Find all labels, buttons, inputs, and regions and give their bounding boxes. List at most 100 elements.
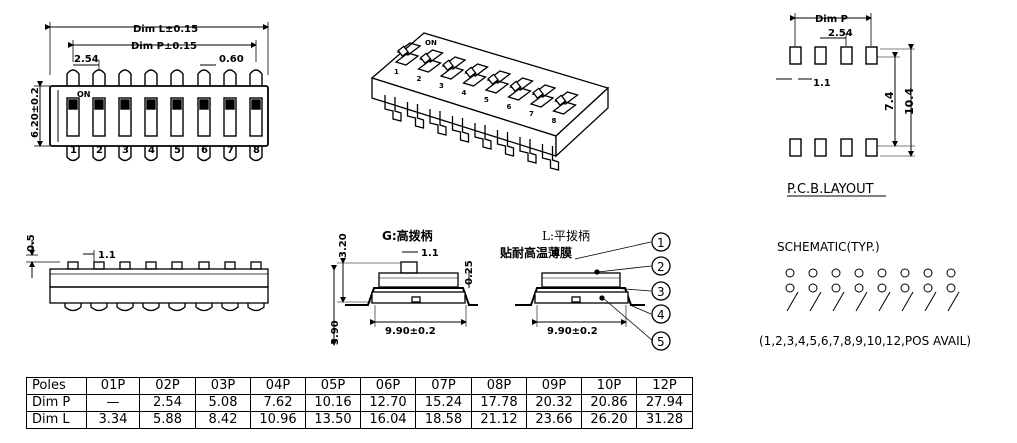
table-cell: 04P [250, 377, 306, 395]
pcb-pad-bottom [814, 138, 827, 157]
pcb-pad-bottom [840, 138, 853, 157]
pcb-pad: 1.1 [813, 78, 831, 89]
table-cell: 5.88 [139, 411, 196, 429]
section-l-title: L:平拨柄 [542, 229, 590, 243]
section-l-width: 9.90±0.2 [547, 326, 598, 337]
pcb-title: P.C.B.LAYOUT [787, 182, 874, 197]
schematic-contact-mid [946, 283, 956, 293]
pin-bottom [66, 146, 80, 162]
schematic-switch-arm [924, 291, 937, 312]
callout-circle [651, 331, 671, 351]
pitch-label: 2.54 [74, 54, 99, 65]
pin-bottom [197, 146, 211, 162]
table-cell: 5.08 [195, 394, 251, 412]
iso-slot-lower [394, 52, 420, 66]
schematic-contact-mid [877, 283, 887, 293]
iso-lever [442, 59, 454, 72]
height-label: 6.20±0.2 [30, 87, 41, 138]
table-cell: 7.62 [250, 394, 306, 412]
position-number: 6 [201, 145, 208, 156]
iso-lever [532, 87, 544, 100]
iso-leg [474, 123, 492, 150]
pin-top [170, 69, 184, 86]
section-l [515, 232, 671, 351]
side-tooth [250, 261, 262, 270]
table-cell: 12P [636, 377, 693, 395]
side-leg [195, 303, 213, 312]
pin-bottom [249, 146, 263, 162]
position-number: 4 [148, 145, 155, 156]
pcb-dim-p: Dim P [815, 14, 848, 25]
iso-position-number: 1 [394, 68, 399, 76]
side-tooth [198, 261, 210, 270]
iso-slot-lower [439, 66, 465, 80]
side-height-label: 0.5 [26, 234, 37, 252]
table-cell: 08P [471, 377, 527, 395]
table-cell: 12.70 [360, 394, 416, 412]
iso-slot-lower [529, 94, 555, 108]
table-cell: 01P [86, 377, 140, 395]
schematic-contact-top [785, 268, 795, 278]
schematic-contact-mid [900, 283, 910, 293]
schematic-switches [785, 268, 960, 312]
side-view [26, 240, 269, 312]
pin-bottom [170, 146, 184, 162]
switch-slot [118, 97, 132, 137]
side-leg [116, 303, 134, 312]
side-tooth [171, 261, 183, 270]
schematic-switch-arm [878, 291, 891, 312]
side-pin-label: 1.1 [98, 250, 116, 261]
switch-slot [223, 97, 237, 137]
iso-leg [429, 109, 447, 136]
switch-slot [197, 97, 211, 137]
iso-lever [487, 73, 499, 86]
schematic-note: (1,2,3,4,5,6,7,8,9,10,12,POS AVAIL) [759, 334, 971, 348]
pin-top [92, 69, 106, 86]
table-cell: 31.28 [636, 411, 693, 429]
side-tooth [145, 261, 157, 270]
schematic-contact-mid [923, 283, 933, 293]
gap-label: 0.60 [219, 54, 244, 65]
schematic-title: SCHEMATIC(TYP.) [777, 240, 880, 254]
iso-position-number: 6 [507, 103, 512, 111]
table-cell: 09P [526, 377, 582, 395]
iso-slot-lower [417, 59, 442, 73]
side-tooth [93, 261, 105, 270]
pcb-outer: 10.4 [903, 88, 916, 115]
schematic-contact-top [923, 268, 933, 278]
switch-slot [170, 97, 184, 137]
callout-circle [651, 281, 671, 301]
iso-lever [509, 80, 522, 93]
schematic-switch-arm [901, 291, 914, 312]
iso-lever [397, 45, 409, 58]
callout-number: 4 [657, 308, 665, 322]
side-leg [168, 303, 186, 312]
switch-slot [66, 97, 80, 137]
schematic-switch-arm [809, 291, 822, 312]
table-row-header: Dim L [26, 411, 87, 429]
position-number: 5 [174, 145, 181, 156]
table-cell: 26.20 [581, 411, 637, 429]
table-cell: 16.04 [360, 411, 416, 429]
schematic-contact-top [946, 268, 956, 278]
section-g [331, 251, 478, 346]
section-l-subtitle: 贴耐高温薄膜 [500, 245, 572, 260]
pcb-pad-bottom [789, 138, 802, 157]
side-leg [64, 303, 82, 312]
switch-lever [199, 99, 209, 110]
side-leg [90, 303, 108, 312]
table-cell: 20.86 [581, 394, 637, 412]
table-cell: 10P [581, 377, 637, 395]
schematic-switch-arm [832, 291, 845, 312]
table-cell: — [86, 394, 140, 412]
switch-slot [92, 97, 106, 137]
schematic-contact-top [808, 268, 818, 278]
iso-slot-lower [484, 80, 510, 94]
table-cell: 18.58 [415, 411, 472, 429]
iso-position-number: 3 [439, 82, 444, 90]
section-g-width: 9.90±0.2 [385, 326, 436, 337]
